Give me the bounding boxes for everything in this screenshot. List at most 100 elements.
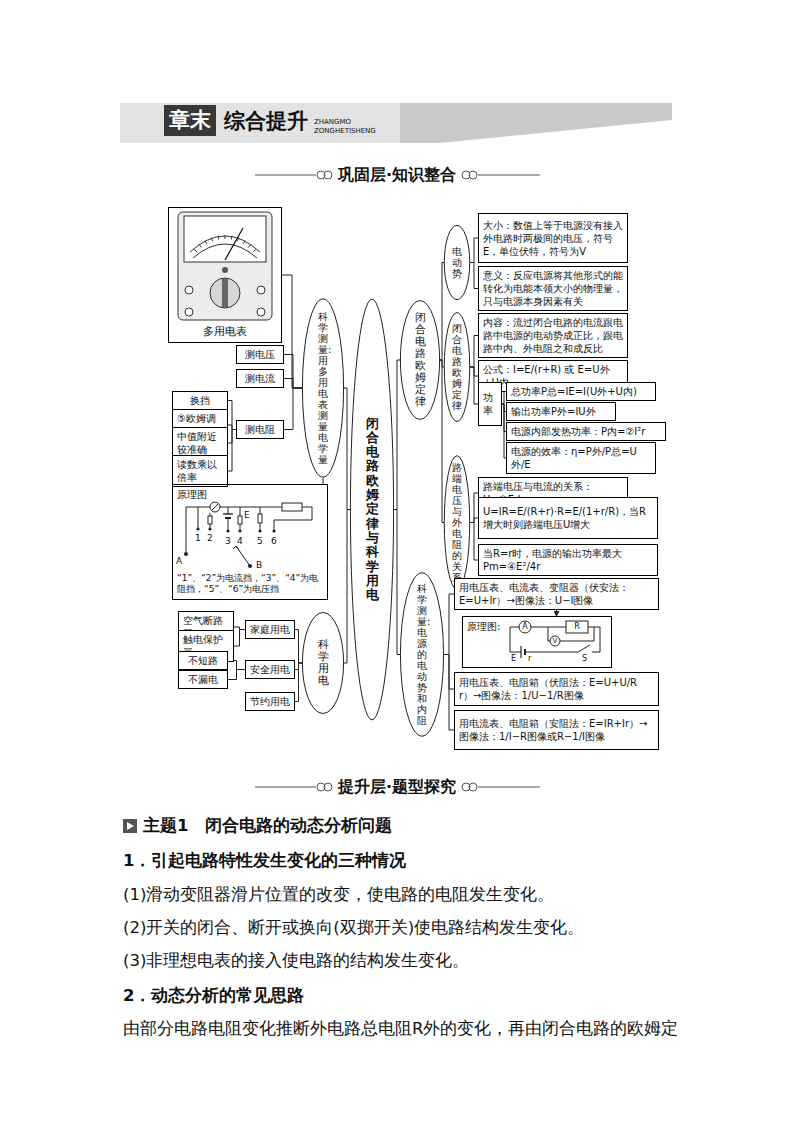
topic-ellipse: 闭合电路欧姆定律: [400, 300, 440, 420]
connector-line: [470, 336, 478, 368]
section-heading: 提升层·题型探究: [338, 777, 456, 796]
body-text: 由部分电路电阻变化推断外电路总电阻R外的变化，再由闭合电路的欧姆定: [123, 1019, 678, 1039]
wire: [600, 627, 601, 652]
resistor-symbol: [258, 514, 262, 523]
meter-letter: A: [522, 622, 527, 632]
banner-tag: 章末: [164, 105, 216, 136]
dial-tick: [217, 236, 219, 240]
node-text: 功率: [483, 391, 497, 417]
ornament-ring: [324, 783, 332, 791]
wire: [312, 507, 313, 520]
dial-ticks: [194, 235, 256, 252]
dial-tick: [199, 245, 202, 248]
wire: [274, 520, 312, 521]
dial-arc: [193, 244, 257, 258]
connector-line: [284, 379, 302, 389]
contact: [272, 529, 275, 532]
connector-line: [444, 655, 454, 731]
connector-line: [470, 263, 478, 289]
connector-line: [470, 238, 478, 263]
wire: [510, 652, 521, 653]
node-text: 中值附近较准确: [177, 430, 223, 456]
emf-circuit: [510, 621, 600, 658]
node-text: 当R=r时，电源的输出功率最大Pm=④E²/4r: [483, 547, 653, 573]
connector-line: [470, 367, 478, 404]
node-text: 内容：流过闭合电路的电流跟电路中电源的电动势成正比，跟电路中内、外电阻之和成反比: [483, 316, 623, 355]
concept-box: 家庭用电: [245, 620, 295, 639]
connector-line: [295, 663, 302, 702]
connector-line: [228, 401, 236, 430]
contact-number: 5: [257, 536, 263, 547]
switch-symbol: [578, 645, 590, 652]
node-text: 换挡: [190, 394, 210, 407]
connector-line: [344, 388, 350, 510]
contact-number: 4: [237, 536, 243, 547]
connector-line: [284, 355, 302, 389]
contact-number: 1: [195, 533, 201, 544]
concept-box: 总功率P总=IE=I(U外+U内): [506, 382, 656, 401]
battery-symbol: [223, 513, 233, 514]
node-text: 意义：反应电源将其他形式的能转化为电能本领大小的物理量，只与电源本身因素有关: [483, 269, 623, 308]
wire: [228, 507, 229, 514]
node-text: 读数乘以倍率: [177, 458, 223, 484]
galvanometer-needle: [212, 504, 218, 510]
terminal: [185, 308, 193, 316]
wire: [510, 627, 511, 652]
terminal-name: A: [176, 556, 182, 567]
concept-box: 当R=r时，电源的输出功率最大Pm=④E²/4r: [478, 544, 658, 576]
connector-line: [470, 518, 478, 523]
ellipse-shape: [444, 313, 469, 422]
dial-tick: [205, 240, 207, 243]
node-text: U=IR=E/(R+r)·R=E/(1+r/R)，当R增大时则路端电压U增大: [483, 505, 653, 531]
contact: [208, 527, 211, 530]
resistor-name: R: [574, 622, 580, 632]
concept-box: 不短路: [178, 651, 228, 670]
dial-tick: [231, 236, 233, 240]
resistor-symbol: [208, 516, 212, 524]
topic-heading: 主题1 闭合电路的动态分析问题: [143, 816, 392, 836]
battery-symbol: [520, 646, 521, 658]
contact: [258, 529, 261, 532]
node-text: 用电压表、电流表、变阻器（伏安法：E=U+Ir）→图像法：U−I图像: [459, 581, 654, 607]
terminal: [257, 286, 265, 294]
concept-box: 大小：数值上等于电源没有接入外电路时两极间的电压，符号E，单位伏特，符号为V: [478, 213, 628, 263]
vertical-topic-text: 科学用电: [318, 639, 329, 687]
voltmeter-symbol: [550, 636, 560, 646]
connector-line: [234, 630, 245, 647]
source-name: E: [511, 654, 516, 664]
node-text: 节约用电: [250, 695, 290, 708]
illustration-frame: 多用电表: [168, 207, 282, 343]
dial-tick: [248, 245, 251, 248]
connector-line: [440, 360, 444, 523]
wire: [228, 518, 229, 530]
contact: [238, 529, 241, 532]
contact: [196, 527, 199, 530]
concept-box: 功率: [478, 382, 502, 426]
concept-box: 测电压: [236, 345, 284, 364]
concept-box: U=IR=E/(R+r)·R=E/(1+r/R)，当R增大时则路端电压U增大: [478, 497, 658, 539]
vertical-topic-text: 闭合电路欧姆定律: [452, 323, 462, 411]
node-text: 不短路: [188, 654, 218, 667]
contact-number: 2: [207, 533, 213, 544]
wire: [186, 507, 187, 552]
node-text: 原理图: [177, 488, 207, 501]
knob-pointer: [222, 279, 228, 307]
dial-tick: [194, 250, 197, 253]
body-heading: 1．引起电路特性发生变化的三种情况: [123, 851, 406, 871]
terminal-name: B: [256, 560, 262, 571]
meter-dial: [184, 216, 266, 262]
contact-number: 6: [271, 536, 277, 547]
connector-line: [228, 430, 236, 472]
resistor-symbol: [238, 516, 242, 524]
node-text: 用电流表、电阻箱（安阻法：E=IR+Ir）→图像法：1/I−R图像或R−1/I图…: [459, 717, 654, 743]
node-text: 测电流: [245, 372, 275, 385]
body-text: (3)非理想电表的接入使电路的结构发生变化。: [123, 951, 469, 971]
wire: [274, 520, 275, 530]
banner-title: 综合提升: [224, 109, 308, 134]
banner-band: [120, 103, 420, 143]
principle-diagram: 原理图:: [462, 616, 612, 668]
selector-knob: [210, 278, 240, 308]
topic-ellipse: 路端电压与外电阻的关系: [444, 455, 470, 590]
terminal: [257, 308, 265, 316]
